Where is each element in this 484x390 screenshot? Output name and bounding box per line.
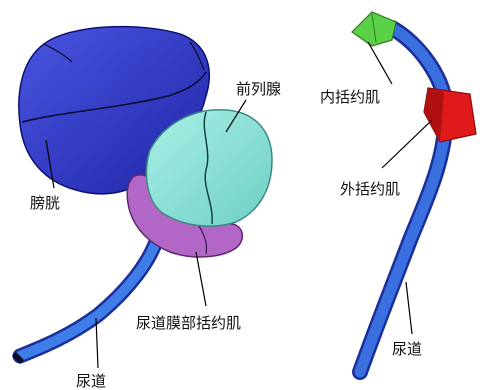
leader-internal: [368, 42, 392, 84]
label-prostate: 前列腺: [236, 80, 281, 98]
left-urethra-tube-highlight: [20, 236, 158, 356]
label-internal-sphincter: 内括约肌: [320, 88, 380, 106]
leader-urethra-right: [406, 282, 412, 334]
label-urethra-right: 尿道: [392, 340, 422, 358]
leader-external: [382, 120, 432, 168]
label-membranous-sphincter: 尿道膜部括约肌: [136, 314, 241, 332]
leader-urethra-left: [96, 318, 98, 368]
label-bladder: 膀胱: [30, 194, 60, 212]
left-urethra-tube: [20, 236, 158, 356]
label-external-sphincter: 外括约肌: [340, 180, 400, 198]
leader-membranous: [196, 252, 206, 306]
label-urethra-left: 尿道: [76, 372, 106, 390]
